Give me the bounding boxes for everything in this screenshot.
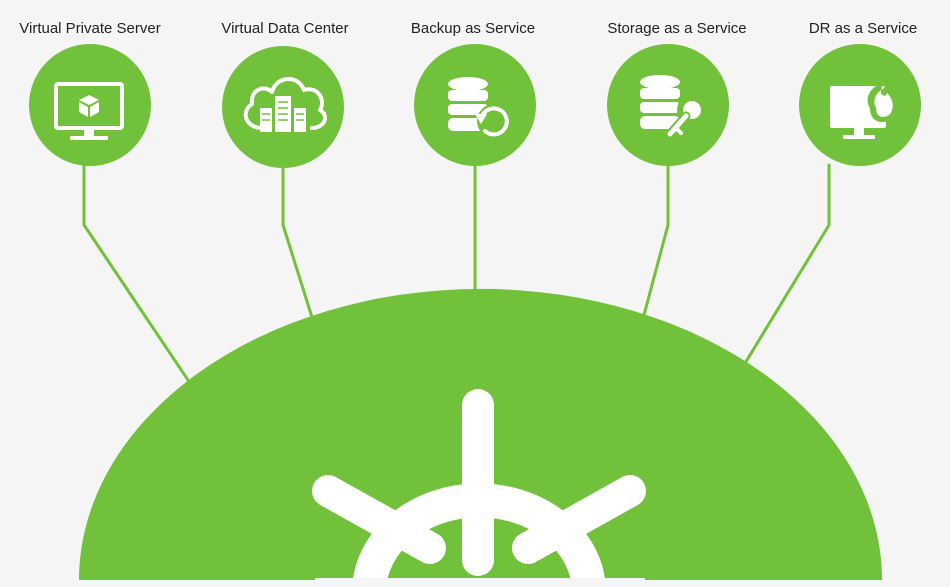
connector-virtual-data-center xyxy=(281,166,318,332)
connectors xyxy=(82,163,831,400)
label-virtual-private-server: Virtual Private Server xyxy=(19,20,161,37)
hub-base-gap xyxy=(315,578,645,587)
label-backup-as-service: Backup as Service xyxy=(410,20,536,37)
database-refresh-icon xyxy=(448,77,511,138)
label-dr-as-a-service: DR as a Service xyxy=(808,20,918,37)
connector-virtual-private-server xyxy=(82,163,202,400)
monitor-fire-icon xyxy=(830,84,897,139)
helm-wheel-icon xyxy=(312,389,646,587)
cloud-servers-icon xyxy=(243,77,328,132)
label-virtual-data-center: Virtual Data Center xyxy=(221,20,349,37)
hub xyxy=(79,288,882,587)
connector-dr-as-a-service xyxy=(731,163,831,385)
monitor-cube-icon xyxy=(54,82,124,140)
service-node-virtual-private-server xyxy=(29,44,151,166)
connector-storage-as-a-service xyxy=(638,163,670,332)
label-storage-as-a-service: Storage as a Service xyxy=(607,20,747,37)
database-key-icon xyxy=(640,75,707,139)
